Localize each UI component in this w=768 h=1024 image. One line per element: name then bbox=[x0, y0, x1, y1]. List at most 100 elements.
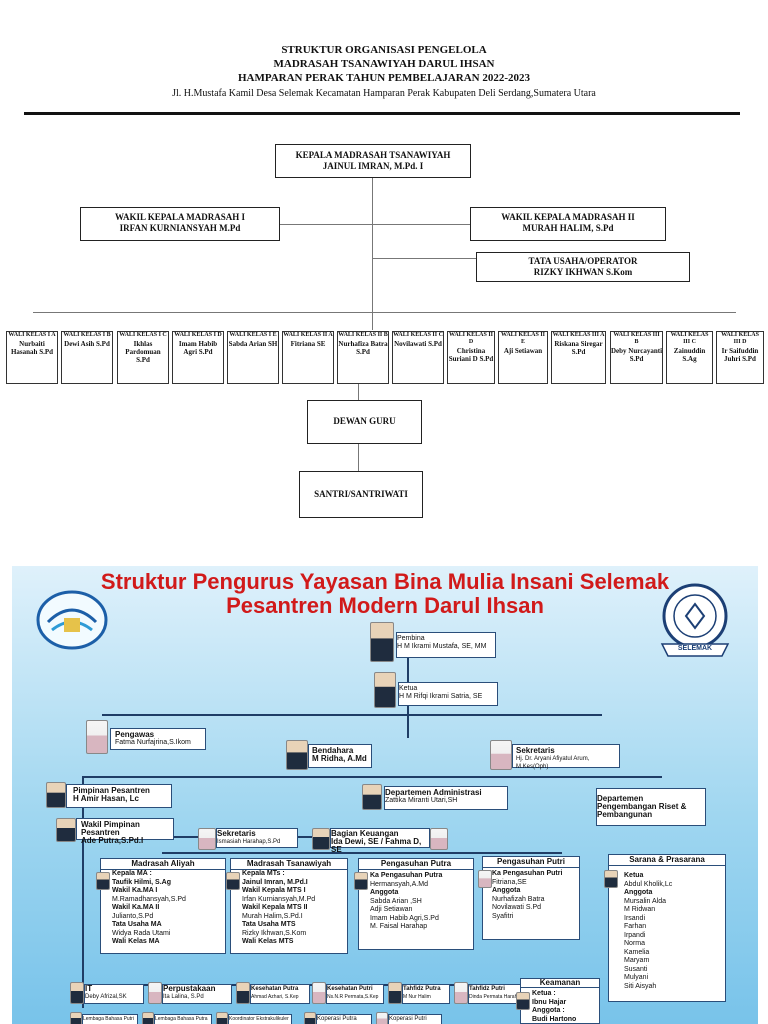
santri-box: SANTRI/SANTRIWATI bbox=[299, 471, 423, 518]
it-box: IT Deby Afrizal,SK bbox=[84, 984, 144, 1004]
dept-riset-role: Departemen bbox=[597, 794, 644, 803]
perpustakaan-role: Perpustakaan bbox=[163, 984, 216, 993]
tu-name: RIZKY IKHWAN S.Kom bbox=[533, 267, 633, 277]
poster-h-line-1 bbox=[102, 714, 602, 716]
wali-title: WALI KELAS III B bbox=[613, 332, 660, 345]
wakil2-name: MURAH HALIM, S.Pd bbox=[522, 223, 614, 233]
kesehatan-putri-box: Kesehatan Putri Ns.N.R Permata,S.Kep bbox=[326, 984, 384, 1004]
ma-line: Julianto,S.Pd bbox=[112, 912, 154, 920]
sarana-line: Irsandi bbox=[624, 914, 646, 922]
sarana-line: Norma bbox=[624, 940, 646, 947]
santri-connector-line bbox=[358, 443, 359, 471]
keamanan-line: Ketua : bbox=[532, 990, 556, 997]
wakil-pimpinan-photo bbox=[56, 818, 76, 842]
sekretaris-role: Sekretaris bbox=[516, 746, 555, 755]
ketua-box: Ketua H M Rifqi Ikrami Satria, SE bbox=[398, 682, 498, 706]
putri-box: Pengasuhan Putri bbox=[482, 856, 580, 940]
keamanan-list: Ketua : Ibnu Hajar Anggota : Budi Harton… bbox=[532, 990, 576, 1024]
kesehatan-putra-name: Ahmad Azhari, S.Kep bbox=[251, 994, 299, 1000]
wali-title: WALI KELAS II D bbox=[448, 332, 493, 345]
doc-title-1: STRUKTUR ORGANISASI PENGELOLA bbox=[281, 44, 487, 56]
pembina-photo bbox=[370, 622, 394, 662]
sarana-line: Irpandi bbox=[624, 931, 646, 939]
putri-head-photo bbox=[478, 870, 492, 888]
putra-head-photo bbox=[354, 872, 368, 890]
wakil2-box: WAKIL KEPALA MADRASAH II MURAH HALIM, S.… bbox=[470, 207, 666, 241]
it-name: Deby Afrizal,SK bbox=[85, 994, 127, 1000]
wali-name: Ir Saifuddin Juhri S.Pd bbox=[721, 347, 759, 363]
perpustakaan-box: Perpustakaan Ita Lalina, S.Pd bbox=[162, 984, 232, 1004]
pesantren-logo-icon bbox=[36, 590, 108, 650]
ma-line: Tata Usaha MA bbox=[112, 921, 162, 928]
mts-line: Kepala MTs : bbox=[242, 870, 285, 877]
lembaga-putri-box: Lembaga Bahasa Putri bbox=[82, 1014, 138, 1024]
poster-title-2: Pesantren Modern Darul Ihsan bbox=[226, 593, 544, 618]
sarana-box: Sarana & Prasarana bbox=[608, 854, 726, 1002]
keamanan-line: Anggota : bbox=[532, 1007, 565, 1014]
sarana-line: Farhan bbox=[624, 923, 647, 930]
dept-riset-box: Departemen Pengembangan Riset & Pembangu… bbox=[596, 788, 706, 826]
putri-line: Fitriana,SE bbox=[492, 878, 527, 886]
wakil2-role: WAKIL KEPALA MADRASAH II bbox=[501, 212, 635, 222]
keuangan-photo-2 bbox=[430, 828, 448, 850]
ekstrakulikuler-photo bbox=[216, 1012, 228, 1024]
wali-name: Novilawati S.Pd bbox=[394, 340, 442, 348]
mts-line: Irfan Kurniansyah,M.Pd bbox=[242, 895, 316, 903]
wali-title: WALI KELAS I A bbox=[8, 332, 56, 338]
ma-line: Widya Rada Utami bbox=[112, 929, 171, 937]
ma-head-photo bbox=[96, 872, 110, 890]
mts-line: Jainul Imran, M.Pd.I bbox=[242, 878, 308, 886]
wakil-connector-line bbox=[280, 224, 470, 225]
tu-role: TATA USAHA/OPERATOR bbox=[528, 256, 638, 266]
bendahara-name: M Ridha, A.Md bbox=[312, 754, 367, 763]
putri-line: Nurhafizah Batra bbox=[492, 895, 545, 903]
dewan-guru-box: DEWAN GURU bbox=[307, 400, 422, 444]
wali-bus-line bbox=[33, 312, 736, 313]
mts-box: Madrasah Tsanawiyah bbox=[230, 858, 348, 954]
bendahara-role: Bendahara bbox=[312, 746, 354, 755]
pembina-box: Pembina H M Ikrami Mustafa, SE, MM bbox=[396, 632, 496, 658]
mts-line: Murah Halim,S.Pd.I bbox=[242, 912, 303, 920]
sarana-line: Siti Aisyah bbox=[624, 982, 657, 990]
dept-admin-role: Departemen Administrasi bbox=[385, 788, 482, 797]
putra-title: Pengasuhan Putra bbox=[359, 859, 473, 870]
putri-line: Anggota bbox=[492, 887, 521, 894]
tahfidz-putri-name: Dinda Permata Harahap bbox=[469, 994, 523, 1000]
wali-title: WALI KELAS I B bbox=[63, 332, 111, 338]
head-name: JAINUL IMRAN, M.Pd. I bbox=[322, 161, 424, 171]
tahfidz-putra-box: Tahfidz Putra M Nur Halim bbox=[402, 984, 450, 1004]
pengawas-role: Pengawas bbox=[115, 730, 155, 739]
wali-title: WALI KELAS II C bbox=[393, 332, 443, 338]
putra-line: M. Faisal Harahap bbox=[370, 923, 428, 930]
ma-line: Wakil Ka.MA II bbox=[112, 904, 160, 911]
koperasi-putra-box: Koperasi Putra bbox=[316, 1014, 372, 1024]
putri-line: Ka Pengasuhan Putri bbox=[492, 870, 563, 877]
ma-title: Madrasah Aliyah bbox=[101, 859, 225, 870]
sarana-line: Ketua bbox=[624, 872, 644, 879]
kesehatan-putra-box: Kesehatan Putra Ahmad Azhari, S.Kep bbox=[250, 984, 310, 1004]
kesehatan-putra-role: Kesehatan Putra bbox=[251, 986, 299, 992]
sarana-head-photo bbox=[604, 870, 618, 888]
tu-connector-line bbox=[372, 258, 476, 259]
wali-name: Ikhlas Pardomuan S.Pd bbox=[125, 340, 161, 364]
putra-line: Ka Pengasuhan Putra bbox=[370, 872, 443, 879]
ma-line: Wakil Ka.MA I bbox=[112, 887, 158, 894]
sekretaris-photo bbox=[490, 740, 512, 770]
sarana-line: Mulyani bbox=[624, 974, 649, 981]
doc-address: Jl. H.Mustafa Kamil Desa Selemak Kecamat… bbox=[172, 88, 596, 99]
sarana-title: Sarana & Prasarana bbox=[609, 855, 725, 866]
mts-line: Wakil Kepala MTS II bbox=[242, 904, 308, 911]
keuangan-photo-1 bbox=[312, 828, 330, 850]
poster-v-line-left bbox=[82, 778, 84, 1008]
wali-title: WALI KELAS II E bbox=[500, 332, 545, 345]
ma-line: M.Ramadhansyah,S.Pd bbox=[112, 895, 186, 903]
wali-name: Nurhafiza Batra S.Pd bbox=[338, 340, 388, 356]
wali-title: WALI KELAS III C bbox=[670, 332, 709, 345]
